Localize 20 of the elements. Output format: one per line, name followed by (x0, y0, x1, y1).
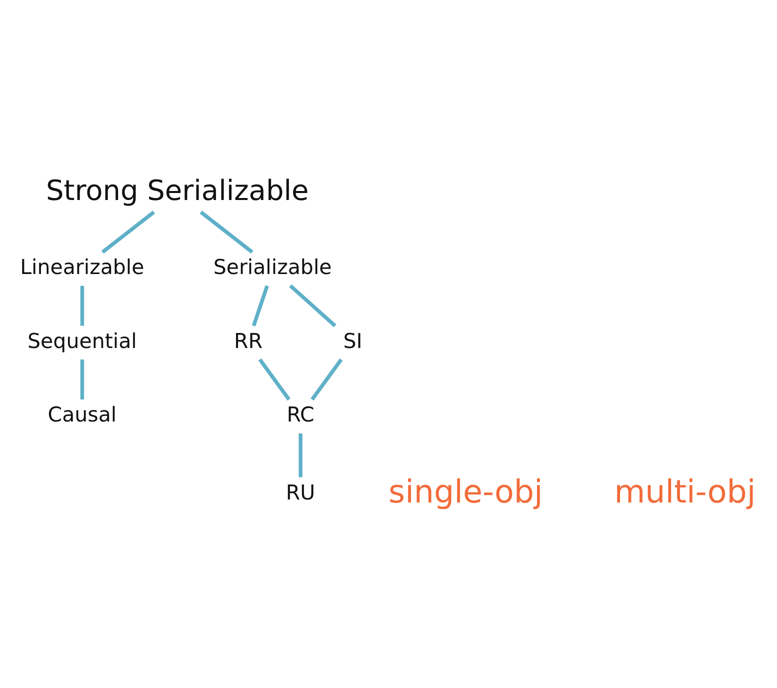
connector (258, 358, 290, 400)
node-text: SI (343, 328, 362, 352)
node-text: Sequential (28, 328, 137, 352)
connector (101, 210, 155, 254)
connector (252, 284, 269, 326)
label: multi-obj (614, 474, 756, 510)
node-text: RR (234, 328, 263, 352)
node-text: RC (286, 402, 314, 426)
node-text: Causal (48, 402, 117, 426)
node-text: Strong Serializable (46, 173, 309, 206)
connector (80, 285, 84, 326)
connector (310, 358, 343, 400)
connector (80, 359, 84, 400)
connector (298, 432, 302, 477)
node-text: RU (286, 480, 316, 504)
connector (289, 284, 336, 327)
connector (200, 210, 254, 254)
node-text: Serializable (213, 254, 332, 279)
node-text: Linearizable (20, 254, 144, 279)
label: single-obj (388, 474, 543, 510)
